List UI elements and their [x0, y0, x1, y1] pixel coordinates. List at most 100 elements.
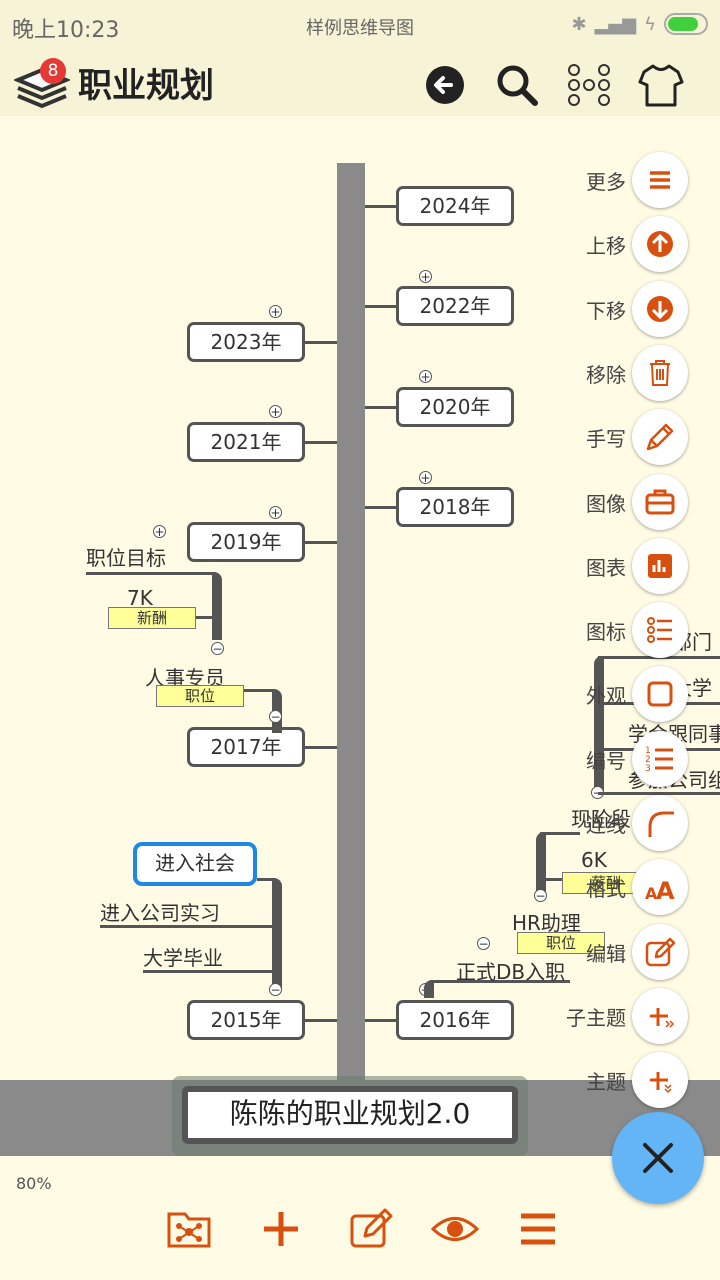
status-title: 样例思维导图	[306, 18, 414, 39]
year-node[interactable]: 2015年	[187, 1000, 305, 1040]
expand-icon[interactable]: +	[269, 506, 282, 520]
year-node[interactable]: 2023年	[187, 322, 305, 362]
map-folder-button[interactable]	[165, 1204, 215, 1254]
theme-button[interactable]	[636, 60, 686, 110]
topic-tag: 新酬	[108, 607, 196, 629]
collapse-icon[interactable]: −	[211, 642, 224, 656]
mindmap-layout-button[interactable]	[564, 60, 614, 110]
collapse-icon[interactable]: −	[477, 937, 490, 951]
expand-icon[interactable]: +	[153, 525, 166, 539]
side-menu-button[interactable]	[632, 409, 688, 465]
topic-label[interactable]: 职位目标	[86, 546, 166, 570]
side-menu-label: 图标	[586, 620, 626, 644]
side-menu-button[interactable]	[632, 281, 688, 337]
side-menu-label: 外观	[586, 684, 626, 708]
topic-tag: 职位	[156, 685, 244, 707]
year-node[interactable]: 2016年	[396, 1000, 514, 1040]
year-node[interactable]: 2019年	[187, 522, 305, 562]
topic-label[interactable]: 现阶段	[571, 807, 631, 831]
mindmap-dots-icon	[568, 64, 610, 106]
add-button[interactable]	[256, 1204, 306, 1254]
eye-icon	[430, 1217, 480, 1241]
svg-text:A: A	[656, 877, 675, 905]
topic-label[interactable]: 正式DB入职	[456, 960, 566, 984]
briefcase-icon	[645, 489, 675, 515]
year-node[interactable]: 2018年	[396, 487, 514, 527]
topic-label[interactable]: HR助理	[512, 911, 581, 935]
year-node[interactable]: 2022年	[396, 286, 514, 326]
side-menu-label: 图像	[586, 492, 626, 516]
side-menu-button[interactable]	[632, 988, 688, 1044]
selected-topic[interactable]: 进入社会	[133, 842, 257, 886]
collapse-icon[interactable]: −	[534, 889, 547, 903]
menu-icon	[650, 171, 670, 189]
topic-label[interactable]: 6K	[581, 848, 607, 872]
topic-tag: 薪酬	[562, 872, 650, 894]
side-menu-button[interactable]	[632, 474, 688, 530]
collapse-icon[interactable]: −	[269, 710, 282, 724]
arrow-up-icon	[647, 231, 673, 257]
list-icon	[647, 617, 672, 643]
numbered-list-icon: 123	[645, 746, 673, 774]
status-bar: 晚上10:23 样例思维导图 ✱ ▂▄▆ ϟ	[0, 0, 720, 52]
topic-label[interactable]: 进入公司实习	[100, 901, 220, 925]
hamburger-icon	[521, 1213, 555, 1245]
side-menu-button[interactable]	[632, 345, 688, 401]
side-menu-label: 连线	[586, 813, 626, 837]
side-menu-label: 子主题	[566, 1006, 626, 1030]
mindmap-canvas[interactable]: 2024年 2022年 2020年 2018年 2016年 + + + 2023…	[0, 116, 720, 1156]
root-topic[interactable]: 陈陈的职业规划2.0	[182, 1086, 518, 1144]
year-node[interactable]: 2020年	[396, 387, 514, 427]
svg-text:2: 2	[645, 755, 651, 765]
year-node[interactable]: 2017年	[187, 727, 305, 767]
side-menu-button[interactable]	[632, 538, 688, 594]
expand-icon[interactable]: +	[419, 370, 432, 384]
menu-button[interactable]	[513, 1204, 563, 1254]
expand-icon[interactable]: +	[269, 405, 282, 419]
plus-icon	[264, 1212, 298, 1246]
preview-button[interactable]	[430, 1204, 480, 1254]
search-button[interactable]	[492, 60, 542, 110]
side-menu-button[interactable]	[632, 216, 688, 272]
svg-text:3: 3	[645, 764, 651, 774]
app-title: 职业规划	[78, 66, 214, 106]
font-size-icon: AA	[645, 877, 675, 905]
trash-icon	[650, 360, 670, 386]
topic-tag: 职位	[517, 932, 605, 954]
topic-label[interactable]: 大学毕业	[143, 946, 223, 970]
side-menu-label: 编辑	[586, 942, 626, 966]
collapse-icon[interactable]: −	[269, 983, 282, 997]
year-node[interactable]: 2021年	[187, 422, 305, 462]
expand-icon[interactable]: +	[419, 471, 432, 485]
side-menu-button[interactable]	[632, 152, 688, 208]
side-menu-button[interactable]	[632, 1052, 688, 1108]
side-menu-button[interactable]	[632, 795, 688, 851]
square-icon	[647, 681, 673, 707]
back-button[interactable]	[420, 60, 470, 110]
side-menu-label: 编号	[586, 749, 626, 773]
topic-label[interactable]: 7K	[127, 586, 153, 610]
side-menu-label: 移除	[586, 363, 626, 387]
edit-note-button[interactable]	[347, 1204, 397, 1254]
side-menu-button[interactable]	[632, 666, 688, 722]
close-menu-button[interactable]	[612, 1112, 704, 1204]
side-menu-label: 更多	[586, 170, 626, 194]
edit-icon	[645, 937, 676, 967]
side-menu-button[interactable]	[632, 924, 688, 980]
edit-note-icon	[350, 1208, 393, 1248]
expand-icon[interactable]: +	[269, 305, 282, 319]
bluetooth-icon: ✱	[571, 13, 587, 35]
tshirt-icon	[638, 64, 684, 107]
folder-map-icon	[167, 1212, 211, 1248]
expand-icon[interactable]: +	[419, 270, 432, 284]
svg-text:1: 1	[645, 746, 651, 756]
side-menu-label: 图表	[586, 556, 626, 580]
close-icon	[643, 1143, 673, 1173]
layers-logo-icon[interactable]	[12, 60, 72, 110]
zoom-level: 80%	[16, 1174, 52, 1193]
year-node[interactable]: 2024年	[396, 186, 514, 226]
svg-text:A: A	[645, 884, 658, 903]
side-menu-button[interactable]	[632, 602, 688, 658]
